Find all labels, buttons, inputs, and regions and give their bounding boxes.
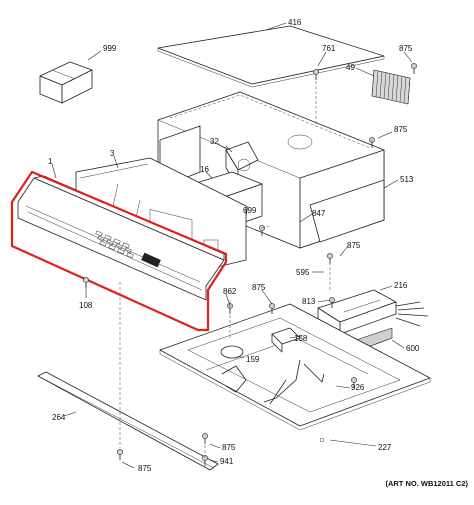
grille-slat	[383, 72, 387, 99]
screw[interactable]	[327, 253, 333, 259]
grille-slat	[375, 70, 379, 97]
screw[interactable]	[202, 433, 208, 439]
part-159-switch[interactable]	[220, 345, 247, 393]
part-264-bottom-trim[interactable]	[37, 371, 219, 471]
callout-847: 847	[312, 209, 326, 218]
callout-999: 999	[103, 44, 117, 53]
callout-216: 216	[394, 281, 408, 290]
callout-600: 600	[406, 344, 420, 353]
panel-key	[115, 243, 123, 250]
callout-108: 108	[79, 301, 93, 310]
leader-lines	[51, 22, 413, 469]
grille-slat	[399, 76, 403, 103]
callout-159: 159	[246, 355, 260, 364]
screw[interactable]	[329, 297, 335, 303]
callout-875-bottom: 875	[138, 464, 152, 473]
screw[interactable]	[83, 277, 89, 283]
part-999-box[interactable]	[39, 61, 93, 104]
guide-lines	[119, 76, 373, 466]
callout-862: 862	[223, 287, 237, 296]
part-1-highlight-outline	[10, 170, 228, 332]
callout-32: 32	[210, 137, 219, 146]
grille-slat	[387, 73, 391, 100]
grille-slat	[395, 75, 399, 102]
callout-941: 941	[220, 457, 234, 466]
grille-slat	[407, 77, 411, 105]
callout-875-mid: 875	[347, 241, 361, 250]
callout-595: 595	[296, 268, 310, 277]
callout-264: 264	[52, 413, 66, 422]
grille-slat	[403, 77, 407, 104]
grille-slat	[371, 69, 375, 97]
panel-key	[106, 239, 114, 246]
panel-key	[122, 242, 130, 249]
callout-158: 158	[294, 334, 308, 343]
panel-key	[124, 247, 132, 254]
screw[interactable]	[411, 63, 417, 69]
callout-513: 513	[400, 175, 414, 184]
callout-875-lower: 875	[222, 443, 236, 452]
callout-875-right: 875	[394, 125, 408, 134]
grille-slat	[391, 74, 395, 101]
callout-875-center: 875	[252, 283, 266, 292]
panel-key	[99, 240, 107, 247]
part-49-grille[interactable]	[371, 69, 411, 105]
callout-699: 699	[243, 206, 257, 215]
callout-labels: 999 416 761 875 49 875 513 32 16 3 1 699…	[48, 18, 468, 488]
art-number: (ART NO. WB12011 C2)	[385, 479, 468, 488]
panel-key	[97, 235, 105, 242]
screw[interactable]	[269, 303, 275, 309]
panel-key	[117, 248, 125, 255]
callout-761: 761	[322, 44, 336, 53]
grille-slat	[379, 71, 383, 98]
floor-wiring	[263, 359, 325, 405]
part-416-top-cover[interactable]	[157, 25, 385, 88]
callout-416: 416	[288, 18, 302, 27]
panel-key	[108, 244, 116, 251]
callout-1: 1	[48, 157, 53, 166]
panel-key	[95, 230, 103, 237]
panel-key	[104, 234, 112, 241]
part-227-floor-panel[interactable]	[159, 303, 431, 443]
part-1-control-panel[interactable]	[10, 170, 228, 332]
panel-key	[113, 238, 121, 245]
screw[interactable]	[351, 377, 357, 383]
callout-16: 16	[200, 165, 209, 174]
callout-49: 49	[346, 63, 355, 72]
callout-3: 3	[110, 149, 115, 158]
screw[interactable]	[313, 69, 319, 75]
callout-813: 813	[302, 297, 316, 306]
panel-key	[126, 252, 134, 259]
part-158-relay[interactable]	[271, 327, 301, 353]
callout-227: 227	[378, 443, 392, 452]
callout-875-top: 875	[399, 44, 413, 53]
callout-926: 926	[351, 383, 365, 392]
screw[interactable]	[117, 449, 123, 455]
